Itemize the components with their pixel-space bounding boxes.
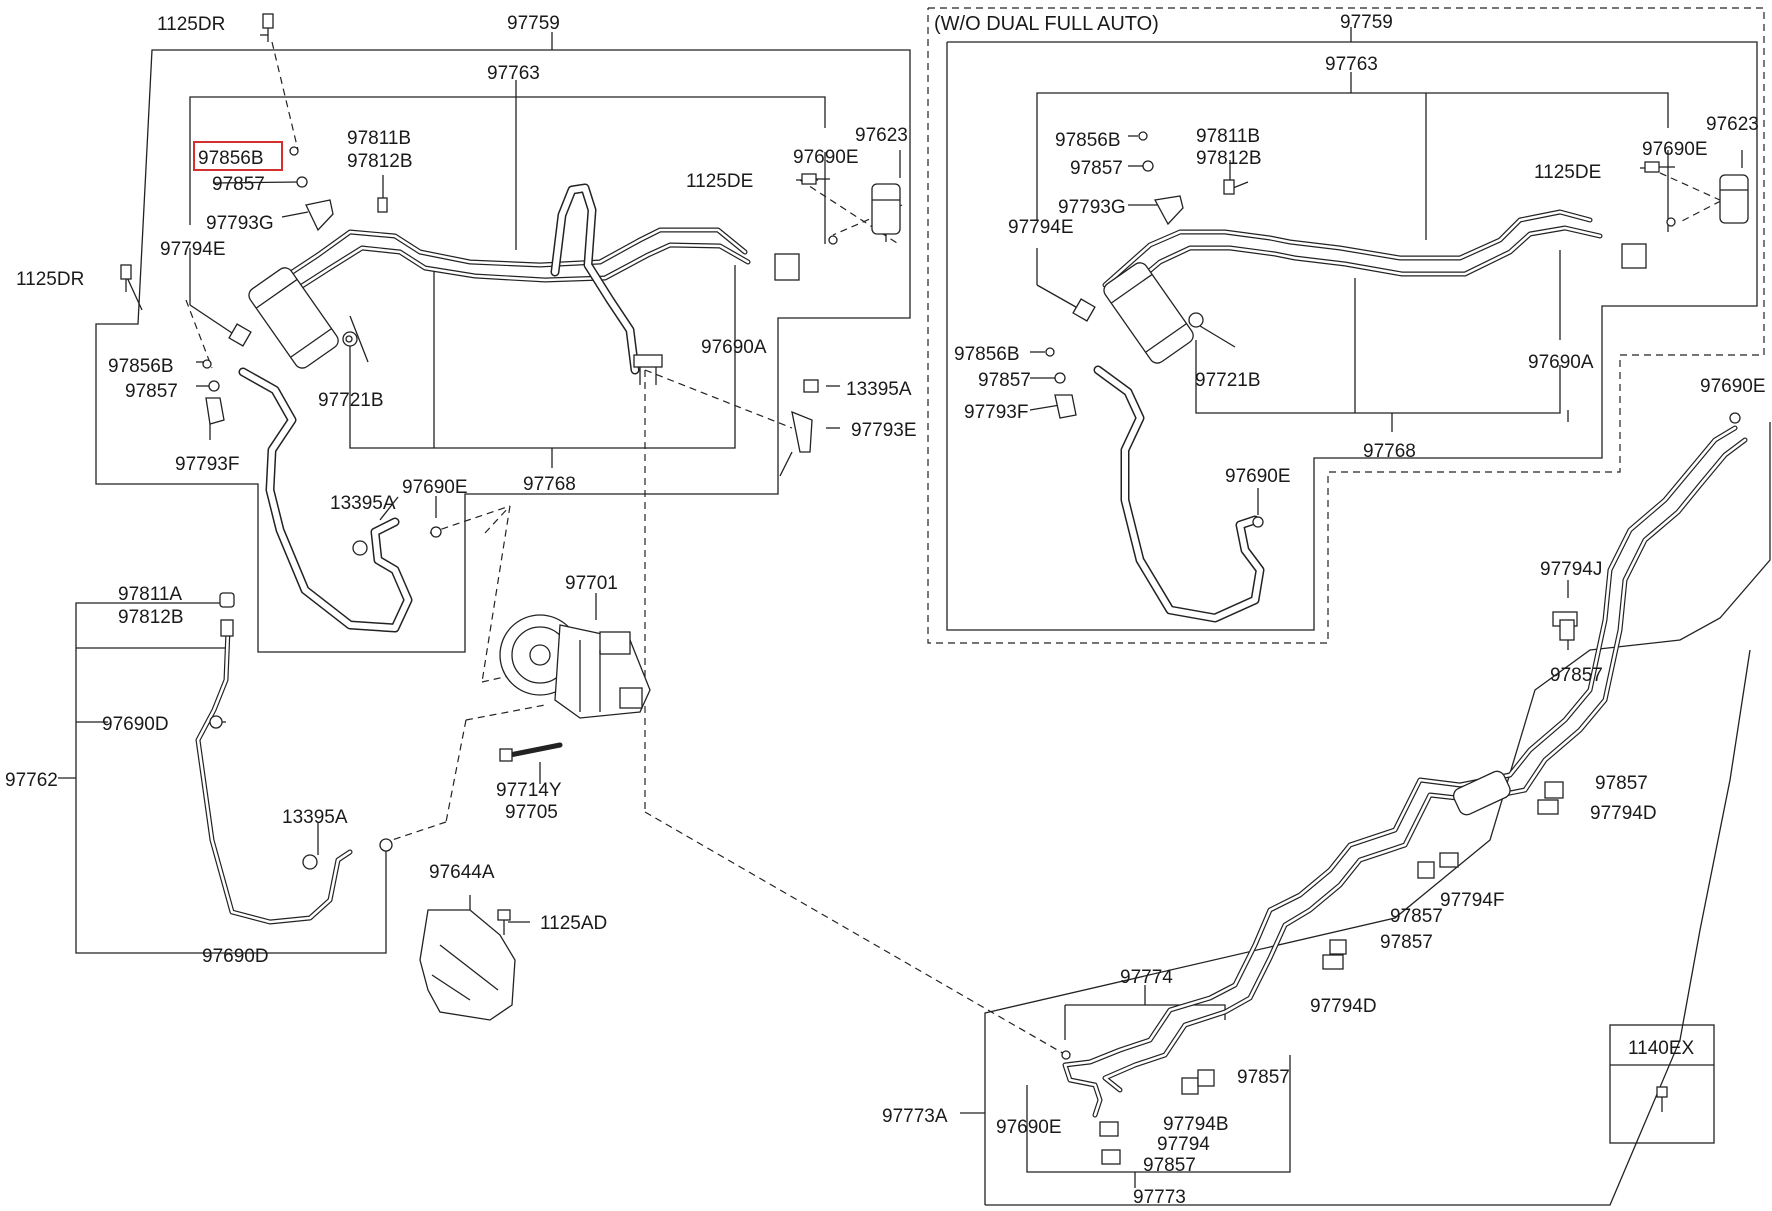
label-97762: 97762: [5, 770, 58, 791]
label-97793F: 97793F: [175, 454, 239, 475]
label-97690E: 97690E: [996, 1117, 1062, 1138]
label-97690E: 97690E: [793, 147, 859, 168]
label-97768: 97768: [1363, 441, 1416, 462]
label-97690A: 97690A: [701, 337, 767, 358]
label-97714Y: 97714Y: [496, 780, 562, 801]
label-97690A: 97690A: [1528, 352, 1594, 373]
label-13395A: 13395A: [846, 379, 912, 400]
label-97793G: 97793G: [1058, 197, 1126, 218]
highlight-box: [193, 141, 283, 171]
label-1125DE: 1125DE: [686, 171, 753, 192]
label-97794B: 97794B: [1163, 1114, 1229, 1135]
label-97857: 97857: [978, 370, 1031, 391]
label-97857: 97857: [1237, 1067, 1290, 1088]
label-97794D: 97794D: [1310, 996, 1377, 1017]
label-97794E: 97794E: [1008, 217, 1074, 238]
label-13395A: 13395A: [282, 807, 348, 828]
label-1140EX: 1140EX: [1628, 1038, 1695, 1059]
label-97690D: 97690D: [202, 946, 269, 967]
label-97794J: 97794J: [1540, 559, 1602, 580]
label-97623: 97623: [1706, 114, 1759, 135]
left-hose-assembly: [120, 13, 901, 633]
label-97721B: 97721B: [1195, 370, 1261, 391]
label-97857: 97857: [1390, 906, 1443, 927]
label-97857: 97857: [1550, 665, 1603, 686]
label-97794E: 97794E: [160, 239, 226, 260]
label-97857: 97857: [1595, 773, 1648, 794]
label-97721B: 97721B: [318, 390, 384, 411]
label-1125DR: 1125DR: [16, 269, 84, 290]
label-97857: 97857: [1380, 932, 1433, 953]
label-97857: 97857: [1143, 1155, 1196, 1176]
label-97812B: 97812B: [1196, 148, 1262, 169]
label-13395A: 13395A: [330, 493, 396, 514]
label-97690E: 97690E: [1700, 376, 1766, 397]
label-97794: 97794: [1157, 1134, 1210, 1155]
label-97774: 97774: [1120, 967, 1173, 988]
label-97794F: 97794F: [1440, 890, 1504, 911]
labels: (W/O DUAL FULL AUTO) 1125DR 97759 97763 …: [5, 12, 1766, 1208]
compressor: [499, 614, 651, 762]
label-97763: 97763: [487, 63, 540, 84]
label-97793F: 97793F: [964, 402, 1028, 423]
bracket-97644A: [419, 909, 516, 1021]
label-97857: 97857: [212, 174, 265, 195]
label-1125DE: 1125DE: [1534, 162, 1601, 183]
label-97759: 97759: [1340, 12, 1393, 33]
label-97857: 97857: [1070, 158, 1123, 179]
label-97768: 97768: [523, 474, 576, 495]
variant-label: (W/O DUAL FULL AUTO): [934, 13, 1159, 35]
label-97763: 97763: [1325, 54, 1378, 75]
label-97623: 97623: [855, 125, 908, 146]
label-1125AD: 1125AD: [540, 913, 607, 934]
label-97856B: 97856B: [954, 344, 1020, 365]
label-97794D: 97794D: [1590, 803, 1657, 824]
label-97856B: 97856B: [108, 356, 174, 377]
label-97811B: 97811B: [1196, 126, 1260, 147]
lower-left-hose: [195, 592, 393, 925]
label-97811B: 97811B: [347, 128, 411, 149]
label-1125DR: 1125DR: [157, 14, 225, 35]
label-97690E: 97690E: [1225, 466, 1291, 487]
label-97759: 97759: [507, 13, 560, 34]
label-97793E: 97793E: [851, 420, 917, 441]
legend-1140EX: [1609, 1024, 1715, 1144]
label-97690D: 97690D: [102, 714, 169, 735]
label-97690E: 97690E: [1642, 139, 1708, 160]
label-97812B: 97812B: [347, 151, 413, 172]
label-97811A: 97811A: [118, 584, 182, 605]
label-97856B: 97856B: [198, 148, 264, 169]
label-97690E: 97690E: [402, 477, 468, 498]
rear-line-pipes: [1061, 412, 1748, 1165]
label-97856B: 97856B: [1055, 130, 1121, 151]
rear-line-bracket: [960, 410, 1771, 1206]
left-dashed-leaders: [185, 41, 1067, 1056]
label-97773A: 97773A: [882, 1106, 948, 1127]
label-97793G: 97793G: [206, 213, 274, 234]
left-bracket-lines: [58, 32, 911, 954]
label-97773: 97773: [1133, 1187, 1186, 1208]
label-97705: 97705: [505, 802, 558, 823]
label-97812B: 97812B: [118, 607, 184, 628]
label-97701: 97701: [565, 573, 618, 594]
variant-hose-assembly: [1045, 131, 1749, 623]
label-97857: 97857: [125, 381, 178, 402]
label-97644A: 97644A: [429, 862, 495, 883]
